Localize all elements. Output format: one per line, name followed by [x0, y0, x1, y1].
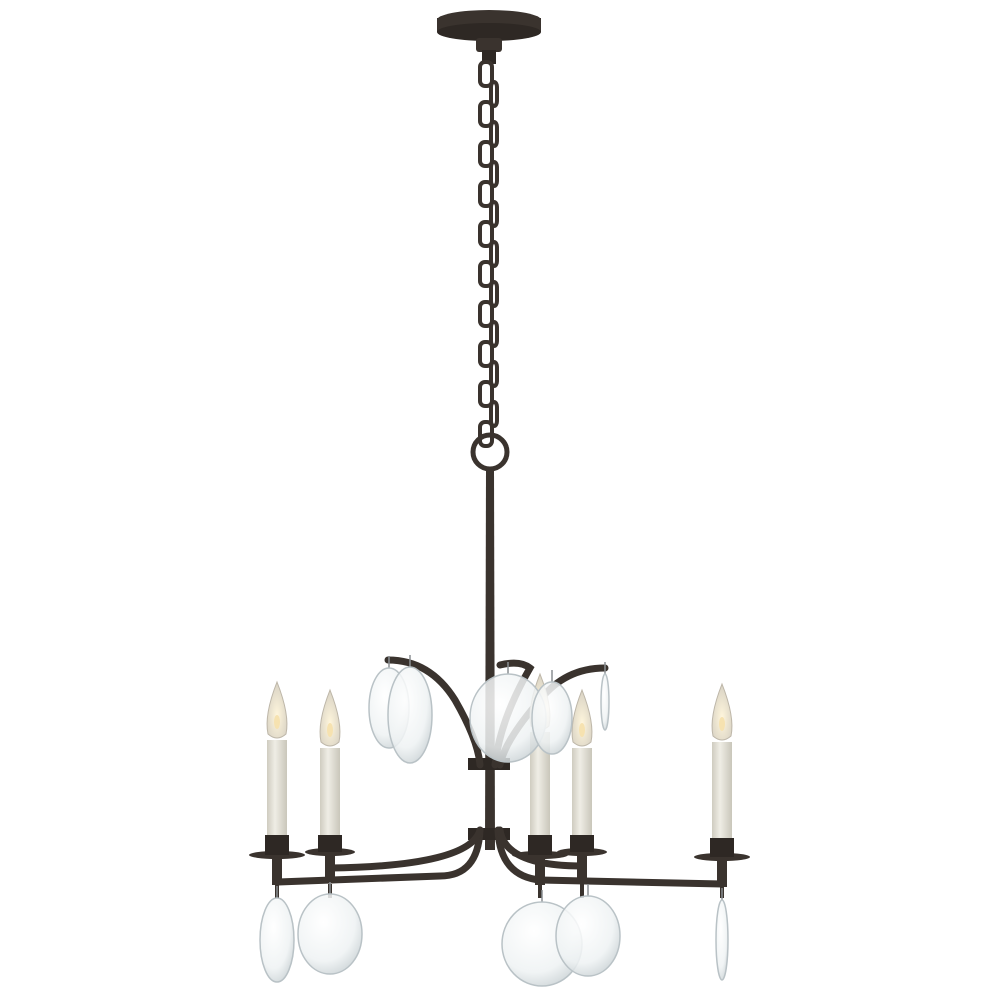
- candle-light: [694, 682, 750, 898]
- chain-link: [489, 160, 499, 188]
- central-rod: [485, 470, 495, 850]
- glass-disc: [600, 662, 610, 731]
- candle-cup: [528, 835, 552, 855]
- glass-disc: [259, 886, 295, 983]
- chain-link: [478, 60, 494, 88]
- candle-light: [557, 688, 607, 898]
- candle-sleeve: [712, 742, 732, 838]
- flame-bulb: [711, 682, 733, 741]
- candle-light: [305, 688, 355, 898]
- chain-link: [478, 380, 494, 408]
- flame-bulb: [266, 680, 288, 739]
- chain-link: [489, 120, 499, 148]
- chain-link: [489, 400, 499, 428]
- chain-link: [478, 340, 494, 368]
- glass-disc: [531, 670, 573, 755]
- chain-link: [478, 140, 494, 168]
- glass-disc: [715, 888, 729, 981]
- candle-cup: [570, 835, 594, 852]
- chain-link: [489, 80, 499, 108]
- candle-sleeve: [572, 748, 592, 835]
- chain-link: [478, 260, 494, 288]
- chain-link: [489, 280, 499, 308]
- lower-arms: [274, 826, 726, 888]
- flame-bulb: [319, 688, 341, 747]
- candle-cup: [710, 838, 734, 857]
- candle-cup: [318, 835, 342, 852]
- glass-disc: [555, 884, 621, 977]
- candle-sleeve: [267, 740, 287, 835]
- chain-link: [489, 200, 499, 228]
- glass-disc: [297, 882, 363, 975]
- candle-light: [249, 680, 305, 898]
- ceiling-canopy: [437, 10, 541, 64]
- chain-link: [478, 180, 494, 208]
- ring: [470, 432, 510, 472]
- candle-sleeve: [320, 748, 340, 835]
- flame-bulb: [571, 688, 593, 747]
- chain-link: [478, 100, 494, 128]
- candle-cup: [265, 835, 289, 855]
- chain-link: [489, 240, 499, 268]
- chain-link: [489, 320, 499, 348]
- candle-sleeve: [530, 732, 550, 835]
- chain-link: [489, 360, 499, 388]
- glass-disc: [387, 655, 433, 764]
- chain: [478, 60, 499, 448]
- chain-link: [478, 220, 494, 248]
- chain-link: [478, 300, 494, 328]
